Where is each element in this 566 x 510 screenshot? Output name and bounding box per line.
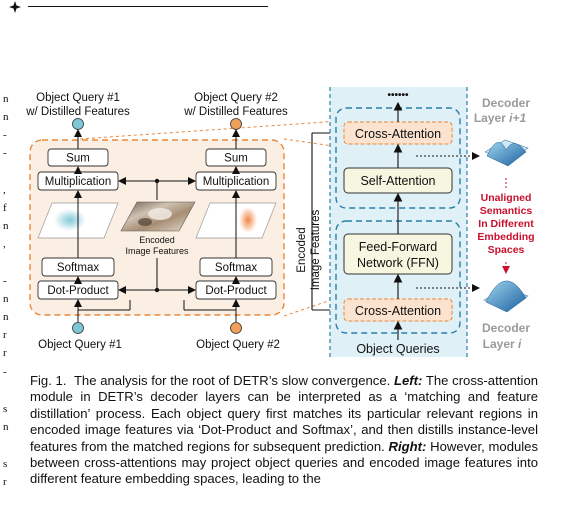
query2-bottom-label: Object Query #2 [196,339,280,351]
sum-box-2: Sum [205,148,267,167]
query1-top-label: Object Query #1 [36,92,120,104]
svg-text:Spaces: Spaces [488,244,525,256]
decoder-bottom-label: Decoder [482,321,530,335]
margin-letter: , [3,184,6,196]
svg-text:Embedding: Embedding [477,231,534,243]
svg-text:Cross-Attention: Cross-Attention [355,127,441,141]
margin-letter: - [3,129,7,141]
svg-text:Softmax: Softmax [57,262,99,274]
svg-text:Self-Attention: Self-Attention [360,174,435,188]
svg-text:Dot-Product: Dot-Product [47,285,109,297]
svg-text:Sum: Sum [224,153,248,165]
svg-text:Softmax: Softmax [215,262,257,274]
unaligned-semantics-label: Unaligned Semantics In Different Embeddi… [477,192,534,256]
margin-letter: s [3,458,8,470]
caption-left-label: Left: [393,373,423,388]
top-dots: •••••• [387,90,409,101]
margin-letter: - [3,366,7,378]
margin-letter: n [3,220,9,232]
svg-text:In Different: In Different [478,218,534,230]
surface-bottom-icon [483,280,529,313]
svg-text:Multiplication: Multiplication [45,176,111,188]
surface-top-icon [484,139,529,167]
margin-letter: r [3,347,7,359]
detr-diagram: Object Query #1 w/ Distilled Features Ob… [25,87,535,357]
top-diamond-icon [8,0,22,14]
encoded-features-vertical-label: Encoded [296,227,308,272]
decoder-top-layer-label: Layer i+1 [474,111,527,125]
cross-attention-top-box: Cross-Attention [343,121,453,145]
margin-letter: n [3,311,9,323]
margin-letter: - [3,275,7,287]
encoded-label-small: Encoded [139,235,175,245]
top-rule [28,6,268,7]
query1-top-sublabel: w/ Distilled Features [25,106,130,118]
margin-letter: - [3,147,7,159]
image-features-label-small: Image Features [125,246,189,256]
margin-letter: s [3,403,8,415]
query1-bottom-circle [72,322,84,334]
caption-right-label: Right: [388,438,427,454]
self-attention-box: Self-Attention [343,167,453,194]
caption-right-text: However, modules between cross-attention… [30,438,539,487]
ffn-box: Feed-Forward Network (FFN) [343,233,453,275]
margin-letter: n [3,421,9,433]
svg-text:Semantics: Semantics [480,205,533,217]
query1-bottom-label: Object Query #1 [38,339,122,351]
query2-bottom-circle [230,322,242,334]
margin-letter: r [3,476,7,488]
dot-product-box-1: Dot-Product [37,280,119,300]
encoded-image-photo [120,201,196,232]
margin-letter: n [3,111,9,123]
svg-text:Dot-Product: Dot-Product [205,285,267,297]
decoder-bottom-layer-label: Layer i [483,337,522,351]
object-queries-label: Object Queries [356,342,439,356]
svg-text:Feed-Forward: Feed-Forward [359,240,438,254]
caption-title: The analysis for the root of DETR’s slow… [73,373,391,388]
caption-fig-label: Fig. 1. [30,373,67,388]
svg-text:Unaligned: Unaligned [481,192,532,204]
multiplication-box-2: Multiplication [195,171,277,191]
sum-box-1: Sum [47,148,109,167]
query1-top-circle [72,118,84,130]
image-features-vertical-label: Image Features [310,209,322,290]
decoder-top-label: Decoder [482,96,530,110]
cross-attention-bottom-box: Cross-Attention [343,298,453,322]
figure-caption: Fig. 1. The analysis for the root of DET… [30,373,538,488]
svg-text:Network (FFN): Network (FFN) [357,256,439,270]
softmax-box-2: Softmax [199,257,273,277]
margin-letter: , [3,238,6,250]
margin-letter: n [3,293,9,305]
margin-letter: n [3,93,9,105]
multiplication-box-1: Multiplication [37,171,119,191]
query2-top-sublabel: w/ Distilled Features [183,106,288,118]
margin-letter: r [3,329,7,341]
svg-text:Cross-Attention: Cross-Attention [355,304,441,318]
dot-product-box-2: Dot-Product [195,280,277,300]
softmax-box-1: Softmax [41,257,115,277]
query2-top-label: Object Query #2 [194,92,278,104]
svg-text:Multiplication: Multiplication [203,176,269,188]
margin-letter: f [3,202,7,214]
svg-text:Sum: Sum [66,153,90,165]
caption-left-text: The cross-attention module in DETR’s dec… [30,373,539,454]
